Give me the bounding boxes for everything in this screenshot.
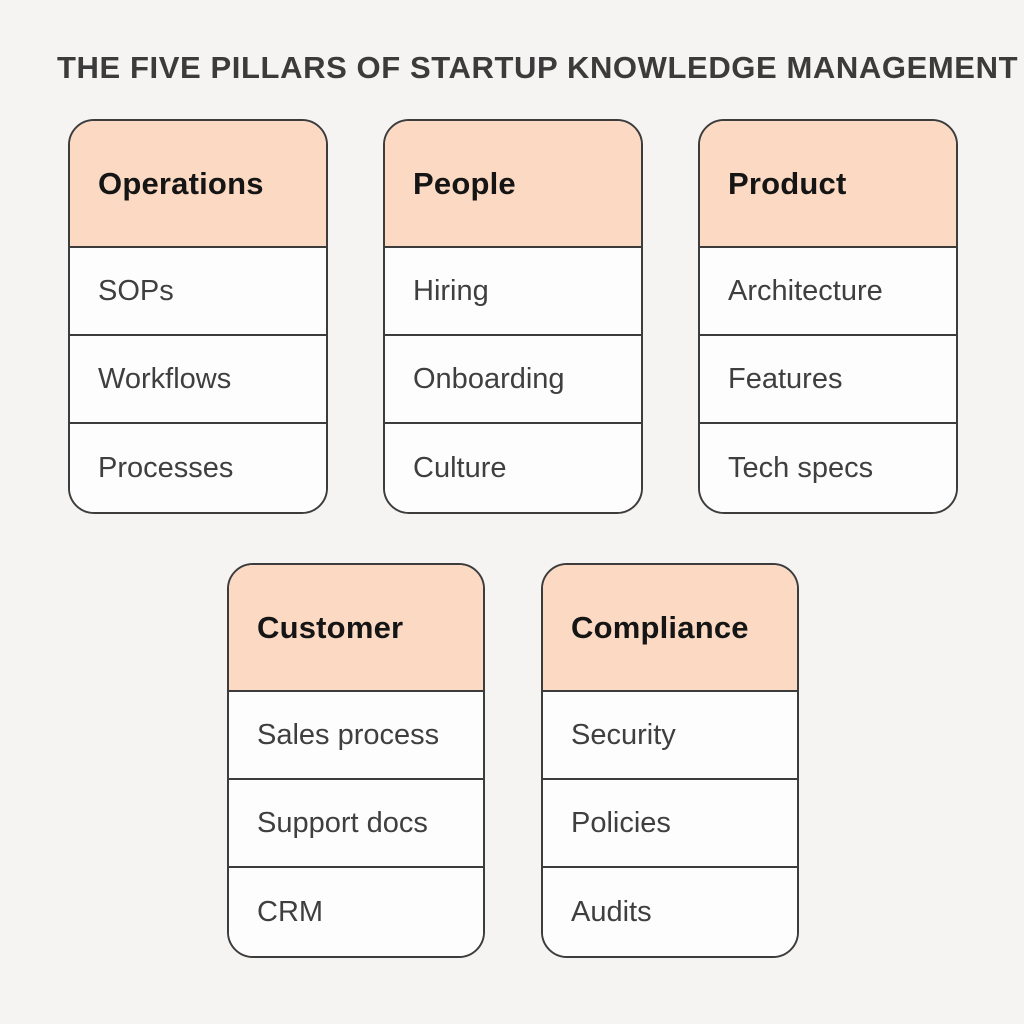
pillar-item: SOPs (70, 248, 326, 336)
pillar-item: Security (543, 692, 797, 780)
pillar-header-label: Customer (257, 609, 404, 645)
pillar-item: Hiring (385, 248, 641, 336)
pillar-card-compliance: Compliance Security Policies Audits (541, 563, 799, 958)
pillar-header-label: People (413, 165, 516, 201)
pillar-card-operations: Operations SOPs Workflows Processes (68, 119, 328, 514)
page-title: THE FIVE PILLARS OF STARTUP KNOWLEDGE MA… (57, 50, 1019, 85)
pillar-item-label: Onboarding (413, 362, 565, 395)
pillar-item: Support docs (229, 780, 483, 868)
pillar-item-label: Support docs (257, 806, 428, 839)
pillar-item: Architecture (700, 248, 956, 336)
pillar-item-label: Hiring (413, 274, 489, 307)
pillar-item-label: Tech specs (728, 451, 874, 484)
pillar-item-label: Sales process (257, 718, 440, 751)
pillar-item-label: SOPs (98, 274, 174, 307)
pillar-header-customer: Customer (229, 565, 483, 692)
pillar-item-label: Processes (98, 451, 234, 484)
pillar-item-label: Security (571, 718, 676, 751)
pillar-item: Policies (543, 780, 797, 868)
pillar-item: Tech specs (700, 424, 956, 512)
pillar-item-label: Workflows (98, 362, 232, 395)
pillar-item: Workflows (70, 336, 326, 424)
pillar-header-operations: Operations (70, 121, 326, 248)
pillar-header-label: Product (728, 165, 847, 201)
pillar-header-product: Product (700, 121, 956, 248)
pillar-item: Onboarding (385, 336, 641, 424)
pillar-item: Sales process (229, 692, 483, 780)
pillar-item: Processes (70, 424, 326, 512)
pillar-header-label: Compliance (571, 609, 749, 645)
pillar-item-label: Audits (571, 895, 652, 928)
pillar-card-product: Product Architecture Features Tech specs (698, 119, 958, 514)
pillar-card-people: People Hiring Onboarding Culture (383, 119, 643, 514)
pillar-card-customer: Customer Sales process Support docs CRM (227, 563, 485, 958)
pillars-row-bottom: Customer Sales process Support docs CRM … (227, 563, 799, 958)
pillar-item: Features (700, 336, 956, 424)
pillar-header-people: People (385, 121, 641, 248)
pillar-header-compliance: Compliance (543, 565, 797, 692)
pillar-header-label: Operations (98, 165, 264, 201)
pillar-item-label: Policies (571, 806, 671, 839)
pillar-item-label: Architecture (728, 274, 883, 307)
pillar-item: CRM (229, 868, 483, 956)
pillar-item-label: Culture (413, 451, 507, 484)
pillars-row-top: Operations SOPs Workflows Processes Peop… (68, 119, 958, 514)
pillar-item-label: CRM (257, 895, 324, 928)
pillar-item: Culture (385, 424, 641, 512)
pillar-item: Audits (543, 868, 797, 956)
pillar-item-label: Features (728, 362, 843, 395)
